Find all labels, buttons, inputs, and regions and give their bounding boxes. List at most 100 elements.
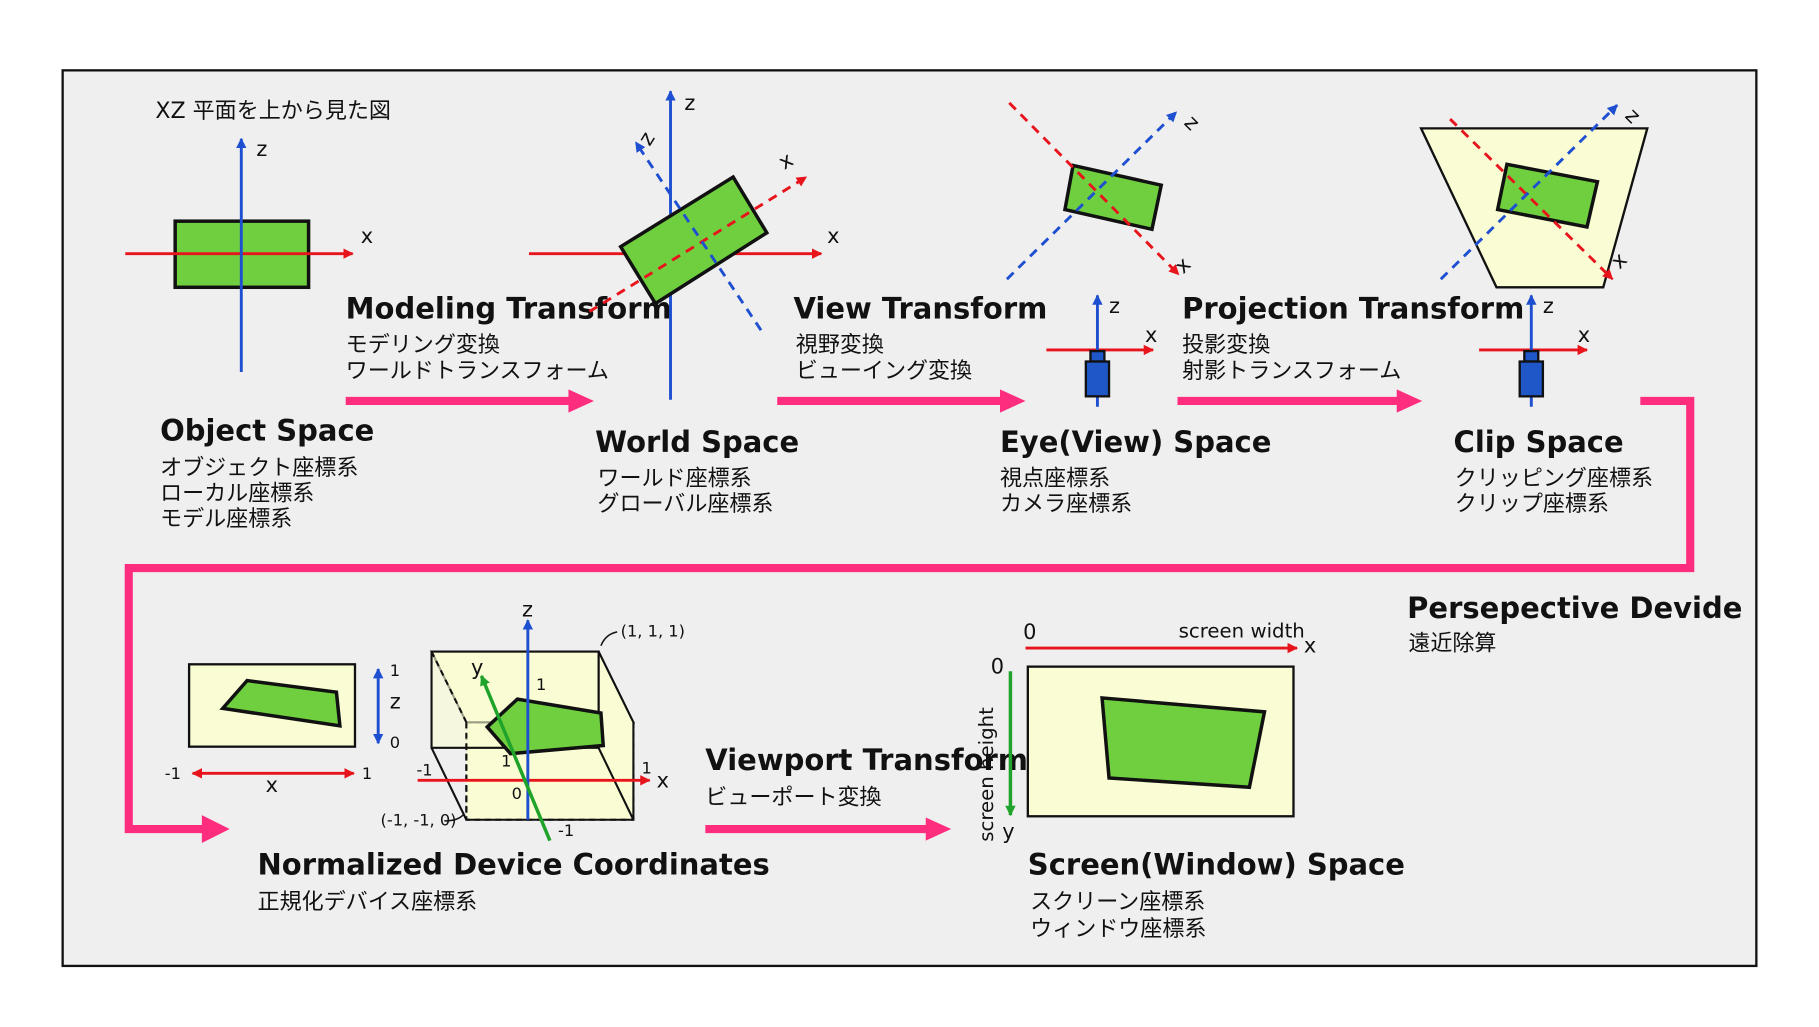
screen-space-illustration: 0 0 screen width x screen height y bbox=[975, 620, 1316, 844]
projection-transform-title: Projection Transform bbox=[1182, 292, 1524, 326]
ndc-xz-object bbox=[219, 678, 342, 728]
ndc-cube-tick-origin: 0 bbox=[512, 784, 522, 803]
clip-space-line-2: クリップ座標系 bbox=[1455, 492, 1609, 517]
world-space-line-1: ワールド座標系 bbox=[597, 467, 751, 492]
clip-camera-icon bbox=[1479, 294, 1589, 407]
ndc-title: Normalized Device Coordinates bbox=[258, 847, 770, 881]
object-space-line-1: オブジェクト座標系 bbox=[160, 456, 358, 481]
world-object-box bbox=[618, 174, 770, 306]
eye-space-line-2: カメラ座標系 bbox=[1000, 492, 1132, 517]
ndc-cube-tick-ym1: -1 bbox=[558, 821, 574, 840]
screen-origin-left: 0 bbox=[991, 655, 1004, 679]
ndc-xz-z-bottom: 0 bbox=[390, 733, 400, 752]
screen-space-title: Screen(Window) Space bbox=[1028, 847, 1405, 881]
projection-transform-line-1: 投影変換 bbox=[1182, 333, 1270, 358]
clip-space-line-1: クリッピング座標系 bbox=[1455, 467, 1653, 492]
world-z-label: z bbox=[684, 91, 695, 115]
clip-camera-z-label: z bbox=[1543, 294, 1554, 318]
screen-space-line-2: ウィンドウ座標系 bbox=[1030, 917, 1206, 942]
clip-camera-x-label: x bbox=[1578, 323, 1590, 347]
flow-arrow-viewport bbox=[705, 817, 952, 841]
flow-arrow-view bbox=[777, 389, 1026, 413]
clip-space-title: Clip Space bbox=[1454, 425, 1624, 459]
camera-icon bbox=[1046, 294, 1155, 407]
ndc-corner-min-leader bbox=[444, 813, 465, 822]
modeling-transform-line-2: ワールドトランスフォーム bbox=[346, 359, 609, 384]
eye-local-z-axis bbox=[1005, 111, 1178, 281]
projection-transform-labels: Projection Transform 投影変換 射影トランスフォーム bbox=[1182, 292, 1524, 384]
clip-space-labels: Clip Space クリッピング座標系 クリップ座標系 bbox=[1454, 425, 1653, 517]
ndc-cube-y-axis bbox=[479, 674, 552, 842]
object-space-line-3: モデル座標系 bbox=[160, 507, 292, 532]
viewport-transform-line-1: ビューポート変換 bbox=[705, 786, 881, 811]
eye-local-x-axis bbox=[1008, 101, 1180, 276]
world-space-labels: World Space ワールド座標系 グローバル座標系 bbox=[595, 425, 799, 517]
ndc-cube-tick-z1: 1 bbox=[536, 675, 546, 694]
ndc-corner-max-label: (1, 1, 1) bbox=[621, 621, 685, 640]
local-x-axis bbox=[588, 175, 808, 313]
ndc-cube-x-label: x bbox=[657, 768, 669, 792]
view-transform-labels: View Transform 視野変換 ビューイング変換 bbox=[793, 292, 1047, 384]
viewport-transform-title: Viewport Transform bbox=[705, 743, 1028, 777]
viewport-transform-labels: Viewport Transform ビューポート変換 bbox=[705, 743, 1028, 811]
modeling-transform-labels: Modeling Transform モデリング変換 ワールドトランスフォーム bbox=[346, 292, 672, 384]
object-space-line-2: ローカル座標系 bbox=[160, 482, 314, 507]
ndc-xz-view: 1 z 0 -1 1 x bbox=[165, 661, 401, 797]
clip-local-z-axis bbox=[1439, 104, 1619, 281]
object-space-title: Object Space bbox=[160, 413, 374, 447]
xz-caption: XZ 平面を上から見た図 bbox=[155, 99, 390, 124]
clip-local-x-axis bbox=[1449, 118, 1614, 281]
z-axis-label: z bbox=[256, 137, 267, 161]
ndc-cube-view: z y x 1 1 1 -1 0 -1 (1, 1, 1) (-1, -1, 0… bbox=[381, 598, 685, 842]
screen-width-label: screen width bbox=[1179, 620, 1305, 643]
ndc-cube-z-label: z bbox=[522, 598, 533, 622]
modeling-transform-title: Modeling Transform bbox=[346, 292, 672, 326]
ndc-cube-tick-xm1: -1 bbox=[416, 761, 432, 780]
screen-y-label: y bbox=[1002, 819, 1014, 843]
ndc-xz-x-label: x bbox=[266, 773, 278, 797]
x-axis-label: x bbox=[361, 224, 373, 248]
flow-arrow-modeling bbox=[345, 389, 594, 413]
eye-space-line-1: 視点座標系 bbox=[1000, 467, 1110, 492]
screen-space-labels: Screen(Window) Space スクリーン座標系 ウィンドウ座標系 bbox=[1028, 847, 1405, 941]
ndc-labels: Normalized Device Coordinates 正規化デバイス座標系 bbox=[258, 847, 770, 915]
perspective-divide-labels: Persepective Devide 遠近除算 bbox=[1407, 591, 1742, 656]
ndc-cube-tick-x1: 1 bbox=[642, 758, 652, 777]
screen-origin-top: 0 bbox=[1023, 620, 1036, 644]
screen-object bbox=[1100, 696, 1267, 790]
ndc-cube-y-label: y bbox=[471, 656, 483, 680]
ndc-xz-z-label: z bbox=[390, 689, 401, 713]
local-z-axis bbox=[634, 141, 763, 332]
perspective-divide-line-1: 遠近除算 bbox=[1408, 631, 1496, 656]
world-space-line-2: グローバル座標系 bbox=[597, 492, 773, 517]
ndc-xz-z-top: 1 bbox=[390, 661, 400, 680]
ndc-cube-object bbox=[484, 697, 606, 756]
world-space-title: World Space bbox=[595, 425, 799, 459]
eye-object-box bbox=[1062, 163, 1164, 232]
screen-space-line-1: スクリーン座標系 bbox=[1030, 890, 1205, 915]
ndc-corner-max-leader bbox=[600, 631, 618, 647]
view-transform-title: View Transform bbox=[793, 292, 1047, 326]
modeling-transform-line-1: モデリング変換 bbox=[346, 333, 500, 358]
ndc-xz-x-left: -1 bbox=[165, 764, 181, 783]
camera-z-label: z bbox=[1109, 294, 1120, 318]
clip-object-box bbox=[1495, 162, 1600, 229]
ndc-line-1: 正規化デバイス座標系 bbox=[258, 890, 478, 915]
ndc-corner-min-label: (-1, -1, 0) bbox=[381, 811, 457, 830]
flow-arrow-projection bbox=[1177, 389, 1423, 413]
eye-space-title: Eye(View) Space bbox=[1000, 425, 1271, 459]
ndc-cube-tick-y1: 1 bbox=[501, 751, 511, 770]
eye-space-labels: Eye(View) Space 視点座標系 カメラ座標系 bbox=[1000, 425, 1271, 517]
ndc-xz-x-right: 1 bbox=[362, 764, 372, 783]
object-space-illustration: XZ 平面を上から見た図 x z bbox=[125, 99, 391, 372]
object-space-labels: Object Space オブジェクト座標系 ローカル座標系 モデル座標系 bbox=[160, 413, 374, 532]
world-x-label: x bbox=[827, 224, 839, 248]
flow-arrows bbox=[124, 389, 1695, 843]
view-transform-line-1: 視野変換 bbox=[796, 333, 884, 358]
screen-x-label: x bbox=[1304, 634, 1316, 658]
flow-arrow-perspective-divide bbox=[124, 396, 1695, 843]
view-transform-line-2: ビューイング変換 bbox=[796, 359, 972, 384]
projection-transform-line-2: 射影トランスフォーム bbox=[1182, 359, 1401, 384]
camera-x-label: x bbox=[1145, 323, 1157, 347]
